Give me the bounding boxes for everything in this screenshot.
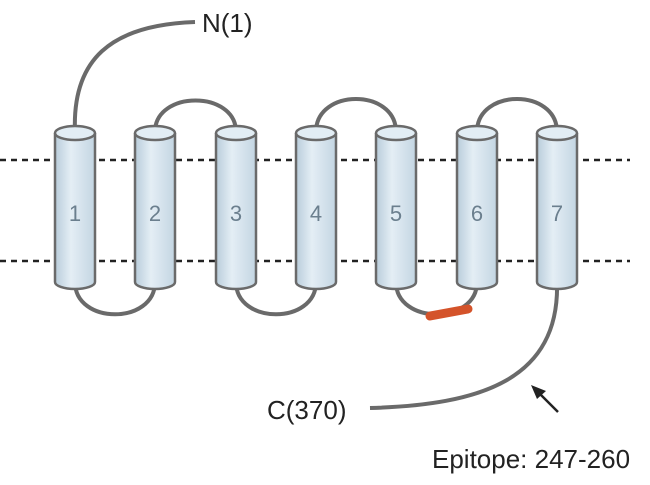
n-terminus-label: N(1) [202, 8, 253, 38]
helix-number: 6 [471, 201, 483, 226]
helix-body [133, 133, 177, 291]
intracellular-loop-2 [234, 281, 318, 317]
extracellular-loop-2 [314, 97, 398, 133]
n-terminus-tail [72, 20, 196, 133]
helix-number: 5 [390, 201, 402, 226]
helix-cap [535, 124, 579, 142]
arrow-icon [531, 385, 559, 413]
helix-body [214, 133, 258, 291]
helix-5: 5 [374, 124, 418, 291]
c-terminus-label: C(370) [267, 395, 346, 425]
helix-1: 1 [53, 124, 97, 291]
helix-number: 1 [69, 201, 81, 226]
helix-number: 7 [551, 201, 563, 226]
helix-3: 3 [214, 124, 258, 291]
helix-cap [455, 124, 499, 142]
helix-cap [374, 124, 418, 142]
helix-cap [133, 124, 177, 142]
helix-body [294, 133, 338, 291]
helix-body [53, 133, 97, 291]
helix-body [535, 133, 579, 291]
extracellular-loop-1 [153, 98, 238, 133]
helix-number: 4 [310, 201, 322, 226]
helix-4: 4 [294, 124, 338, 291]
helix-2: 2 [133, 124, 177, 291]
helix-number: 3 [230, 201, 242, 226]
helix-cap [53, 124, 97, 142]
epitope-marker [425, 304, 473, 321]
helices: 1 2 3 4 5 6 7 [53, 124, 579, 291]
helix-cap [294, 124, 338, 142]
loops [72, 20, 560, 410]
helix-7: 7 [535, 124, 579, 291]
helix-body [374, 133, 418, 291]
epitope-label: Epitope: 247-260 [432, 444, 630, 474]
helix-6: 6 [455, 124, 499, 291]
c-terminus-tail [369, 281, 560, 410]
helix-number: 2 [149, 201, 161, 226]
intracellular-loop-1 [73, 281, 157, 317]
helix-cap [214, 124, 258, 142]
helix-body [455, 133, 499, 291]
extracellular-loop-3 [475, 97, 559, 133]
